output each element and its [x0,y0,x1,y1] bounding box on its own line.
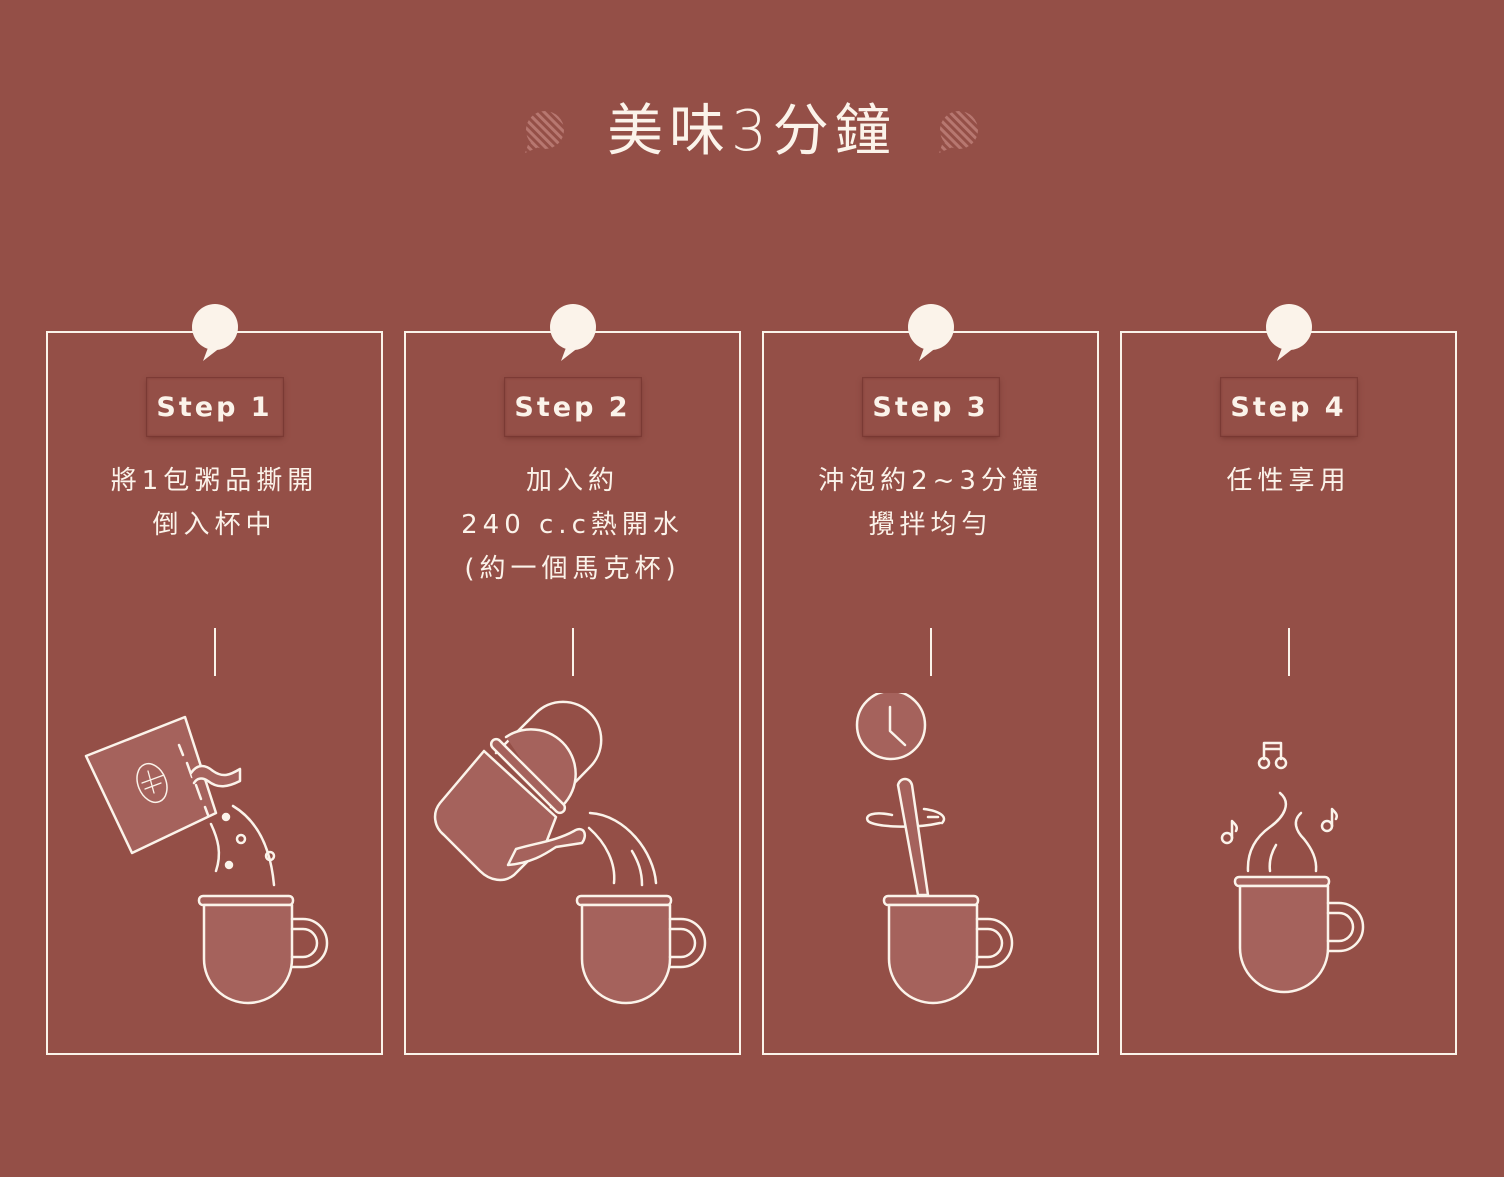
divider-line [1287,628,1290,676]
step-badge: Step 2 [504,378,641,436]
step-description: 加入約 240 c.c熱開水 (約一個馬克杯) [461,466,684,584]
speech-bubble-pin-icon [191,304,238,361]
step-description: 沖泡約2~3分鐘 攪拌均勻 [818,466,1043,540]
divider-line [571,628,574,676]
step-badge: Step 4 [1220,378,1357,436]
step-description: 任性享用 [1226,466,1351,496]
step-badge: Step 3 [862,378,999,436]
speech-bubble-pin-icon [549,304,596,361]
clock-stir-mug-icon [855,693,1014,1005]
step-badge: Step 1 [146,378,283,436]
kettle-pour-into-mug-icon [433,700,707,1005]
step-card-3: Step 3 沖泡約2~3分鐘 攪拌均勻 [762,304,1099,1055]
speech-bubble-pin-icon [907,304,954,361]
speech-bubble-pin-icon [1265,304,1312,361]
page-title: 美味3分鐘 [607,99,897,164]
divider-line [213,628,216,676]
striped-speech-bubble-icon [938,111,978,153]
step-card-2: Step 2 加入約 240 c.c熱開水 (約一個馬克杯) [404,304,741,1055]
tear-packet-pour-into-mug-icon [84,715,329,1005]
step-description: 將1包粥品撕開 倒入杯中 [110,466,319,540]
page-header: 美味3分鐘 [0,92,1504,172]
steaming-mug-music-icon [1220,741,1365,994]
divider-line [929,628,932,676]
striped-speech-bubble-icon [525,111,565,153]
step-card-1: Step 1 將1包粥品撕開 倒入杯中 [46,304,383,1055]
step-card-4: Step 4 任性享用 [1120,304,1457,1055]
